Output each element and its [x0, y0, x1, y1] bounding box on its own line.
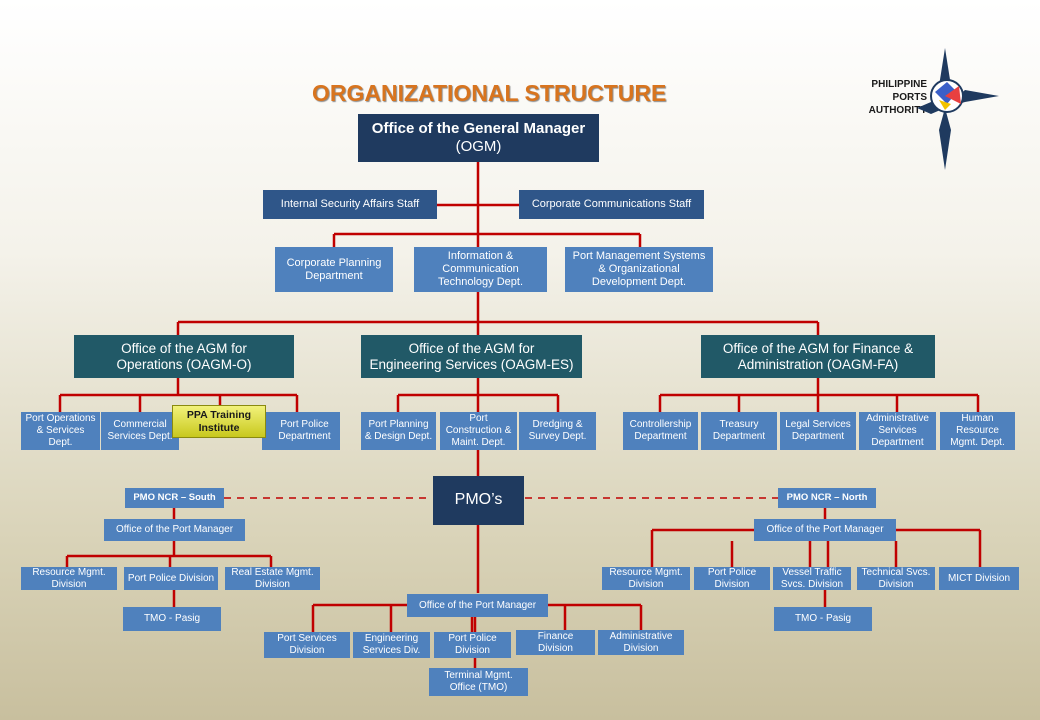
center-port-services: Port Services Division: [264, 632, 350, 658]
south-port-police: Port Police Division: [124, 567, 218, 590]
north-resource-mgmt: Resource Mgmt. Division: [602, 567, 690, 590]
center-engineering-services: Engineering Services Div.: [353, 632, 430, 658]
logo-wordmark: PHILIPPINE PORTS AUTHORITY: [869, 78, 927, 117]
center-port-police: Port Police Division: [434, 632, 511, 658]
agm-finance-line1: Office of the AGM for Finance &: [722, 340, 914, 356]
agm-engineering: Office of the AGM for Engineering Servic…: [361, 335, 582, 378]
unit-port-operations: Port Operations & Services Dept.: [21, 412, 100, 450]
north-port-police: Port Police Division: [694, 567, 770, 590]
north-vessel-traffic: Vessel Traffic Svcs. Division: [773, 567, 851, 590]
pmo-ncr-south: PMO NCR – South: [125, 488, 224, 508]
dept-pmsod: Port Management Systems & Organizational…: [565, 247, 713, 292]
ogm-box: Office of the General Manager (OGM): [358, 114, 599, 162]
agm-operations: Office of the AGM for Operations (OAGM-O…: [74, 335, 294, 378]
unit-commercial-services: Commercial Services Dept.: [101, 412, 179, 450]
south-office-port-manager: Office of the Port Manager: [104, 519, 245, 541]
north-mict: MICT Division: [939, 567, 1019, 590]
center-office-port-manager: Office of the Port Manager: [407, 594, 548, 617]
unit-dredging-survey: Dredging & Survey Dept.: [519, 412, 596, 450]
dept-corporate-planning: Corporate Planning Department: [275, 247, 393, 292]
unit-legal-services: Legal Services Department: [780, 412, 856, 450]
agm-engineering-line1: Office of the AGM for: [408, 340, 535, 356]
ogm-title: Office of the General Manager: [371, 120, 586, 138]
agm-operations-line1: Office of the AGM for: [121, 340, 247, 356]
agm-operations-line2: Operations (OAGM-O): [116, 356, 252, 372]
center-tmo: Terminal Mgmt. Office (TMO): [429, 668, 528, 696]
unit-human-resource: Human Resource Mgmt. Dept.: [940, 412, 1015, 450]
unit-ppa-training-institute: PPA Training Institute: [172, 405, 266, 438]
staff-internal-security: Internal Security Affairs Staff: [263, 190, 437, 219]
center-finance: Finance Division: [516, 630, 595, 655]
ogm-abbrev: (OGM): [455, 138, 502, 155]
pmo-ncr-north: PMO NCR – North: [778, 488, 876, 508]
ppa-compass-logo-icon: [917, 48, 999, 170]
page-title: ORGANIZATIONAL STRUCTURE: [312, 80, 667, 106]
agm-finance-line2: Administration (OAGM-FA): [737, 356, 899, 372]
unit-port-construction: Port Construction & Maint. Dept.: [440, 412, 517, 450]
south-tmo-pasig: TMO - Pasig: [123, 607, 221, 631]
unit-port-planning: Port Planning & Design Dept.: [361, 412, 436, 450]
center-administrative: Administrative Division: [598, 630, 684, 655]
logo-line-2: PORTS: [892, 92, 927, 103]
south-resource-mgmt: Resource Mgmt. Division: [21, 567, 117, 590]
agm-engineering-line2: Engineering Services (OAGM-ES): [369, 356, 574, 372]
logo-line-1: PHILIPPINE: [871, 79, 927, 90]
pmos-box: PMO’s: [433, 476, 524, 525]
logo-line-3: AUTHORITY: [868, 105, 927, 116]
north-technical-svcs: Technical Svcs. Division: [857, 567, 935, 590]
dept-ict: Information & Communication Technology D…: [414, 247, 547, 292]
north-tmo-pasig: TMO - Pasig: [774, 607, 872, 631]
unit-port-police-dept: Port Police Department: [262, 412, 340, 450]
staff-corporate-communications: Corporate Communications Staff: [519, 190, 704, 219]
unit-administrative-services: Administrative Services Department: [859, 412, 936, 450]
north-office-port-manager: Office of the Port Manager: [754, 519, 896, 541]
unit-controllership: Controllership Department: [623, 412, 698, 450]
south-real-estate: Real Estate Mgmt. Division: [225, 567, 320, 590]
unit-treasury: Treasury Department: [701, 412, 777, 450]
agm-finance: Office of the AGM for Finance & Administ…: [701, 335, 935, 378]
